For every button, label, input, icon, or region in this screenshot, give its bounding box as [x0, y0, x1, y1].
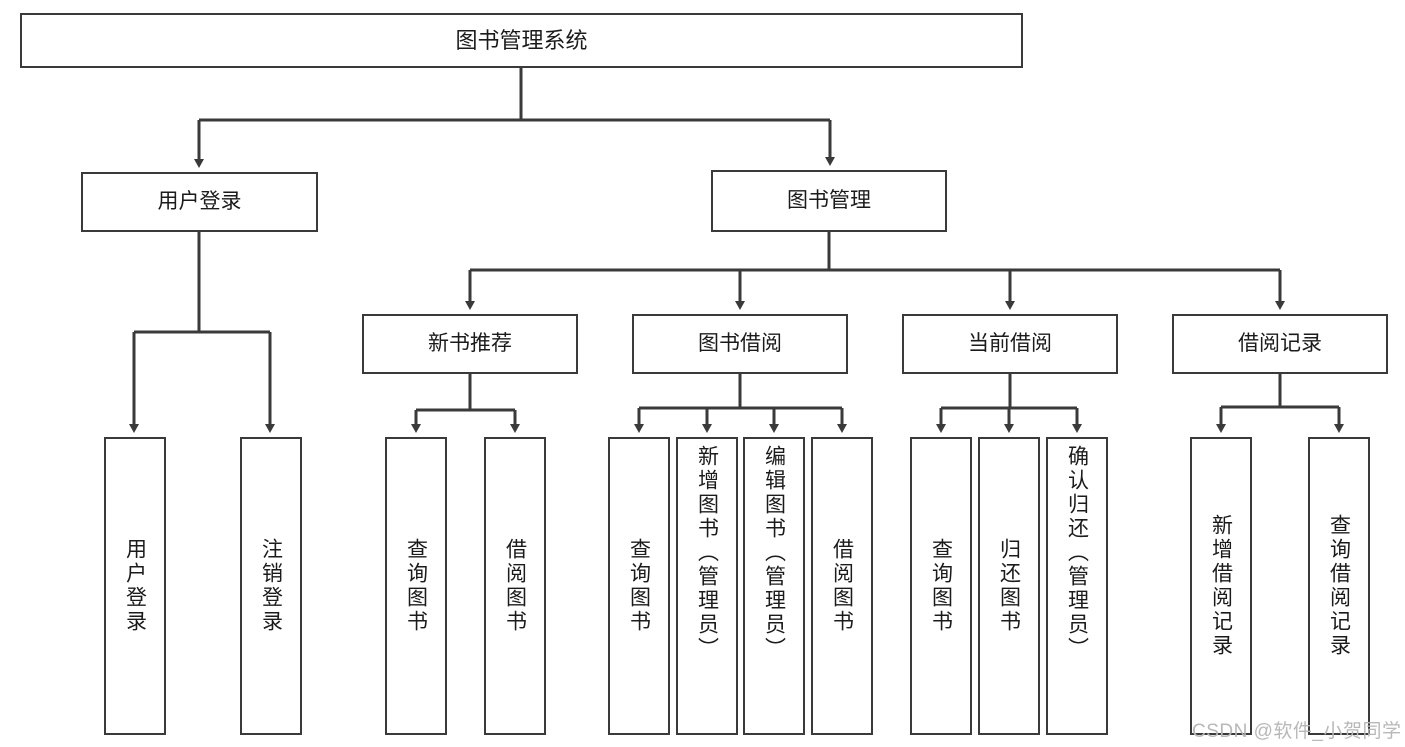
leaf-edit-book-admin[interactable]: 编辑图书（管理员）	[743, 437, 805, 735]
leaf-return-book-label: 归还图书	[997, 538, 1021, 634]
leaf-query-book-borrow-label: 查询图书	[627, 538, 651, 634]
node-book-borrow-label: 图书借阅	[698, 331, 782, 355]
leaf-return-book[interactable]: 归还图书	[978, 437, 1040, 735]
leaf-borrow-book-recommend[interactable]: 借阅图书	[484, 437, 546, 735]
leaf-query-book-recommend[interactable]: 查询图书	[385, 437, 447, 735]
leaf-user-login-label: 用户登录	[123, 538, 147, 634]
node-new-book-recommend[interactable]: 新书推荐	[362, 314, 578, 374]
leaf-query-book-recommend-label: 查询图书	[404, 538, 428, 634]
node-current-borrow-label: 当前借阅	[968, 331, 1052, 355]
node-book-management[interactable]: 图书管理	[711, 170, 947, 232]
node-book-borrow[interactable]: 图书借阅	[632, 314, 848, 374]
leaf-query-book-current-label: 查询图书	[929, 538, 953, 634]
leaf-user-login[interactable]: 用户登录	[104, 437, 166, 735]
leaf-add-borrow-record[interactable]: 新增借阅记录	[1190, 437, 1252, 735]
node-user-login-label: 用户登录	[157, 189, 242, 213]
node-book-management-label: 图书管理	[787, 188, 871, 212]
node-root-label: 图书管理系统	[455, 27, 588, 53]
node-new-book-recommend-label: 新书推荐	[428, 331, 512, 355]
leaf-add-book-admin-label: 新增图书（管理员）	[695, 445, 719, 661]
node-root-system[interactable]: 图书管理系统	[20, 13, 1023, 68]
node-borrow-record-label: 借阅记录	[1238, 331, 1322, 355]
leaf-query-borrow-record-label: 查询借阅记录	[1327, 514, 1351, 658]
leaf-query-borrow-record[interactable]: 查询借阅记录	[1308, 437, 1370, 735]
node-user-login[interactable]: 用户登录	[81, 172, 318, 232]
leaf-confirm-return-admin-label: 确认归还（管理员）	[1065, 445, 1089, 661]
leaf-borrow-book-label: 借阅图书	[830, 538, 854, 634]
leaf-edit-book-admin-label: 编辑图书（管理员）	[762, 445, 786, 661]
leaf-query-book-borrow[interactable]: 查询图书	[608, 437, 670, 735]
leaf-confirm-return-admin[interactable]: 确认归还（管理员）	[1046, 437, 1108, 735]
node-borrow-record[interactable]: 借阅记录	[1172, 314, 1388, 374]
node-current-borrow[interactable]: 当前借阅	[902, 314, 1118, 374]
leaf-user-logout-label: 注销登录	[259, 538, 283, 634]
leaf-query-book-current[interactable]: 查询图书	[910, 437, 972, 735]
leaf-borrow-book-recommend-label: 借阅图书	[503, 538, 527, 634]
leaf-add-borrow-record-label: 新增借阅记录	[1209, 514, 1233, 658]
leaf-add-book-admin[interactable]: 新增图书（管理员）	[676, 437, 738, 735]
csdn-watermark: CSDN @软件_小贺同学	[1192, 721, 1402, 742]
leaf-user-logout[interactable]: 注销登录	[240, 437, 302, 735]
leaf-borrow-book[interactable]: 借阅图书	[811, 437, 873, 735]
